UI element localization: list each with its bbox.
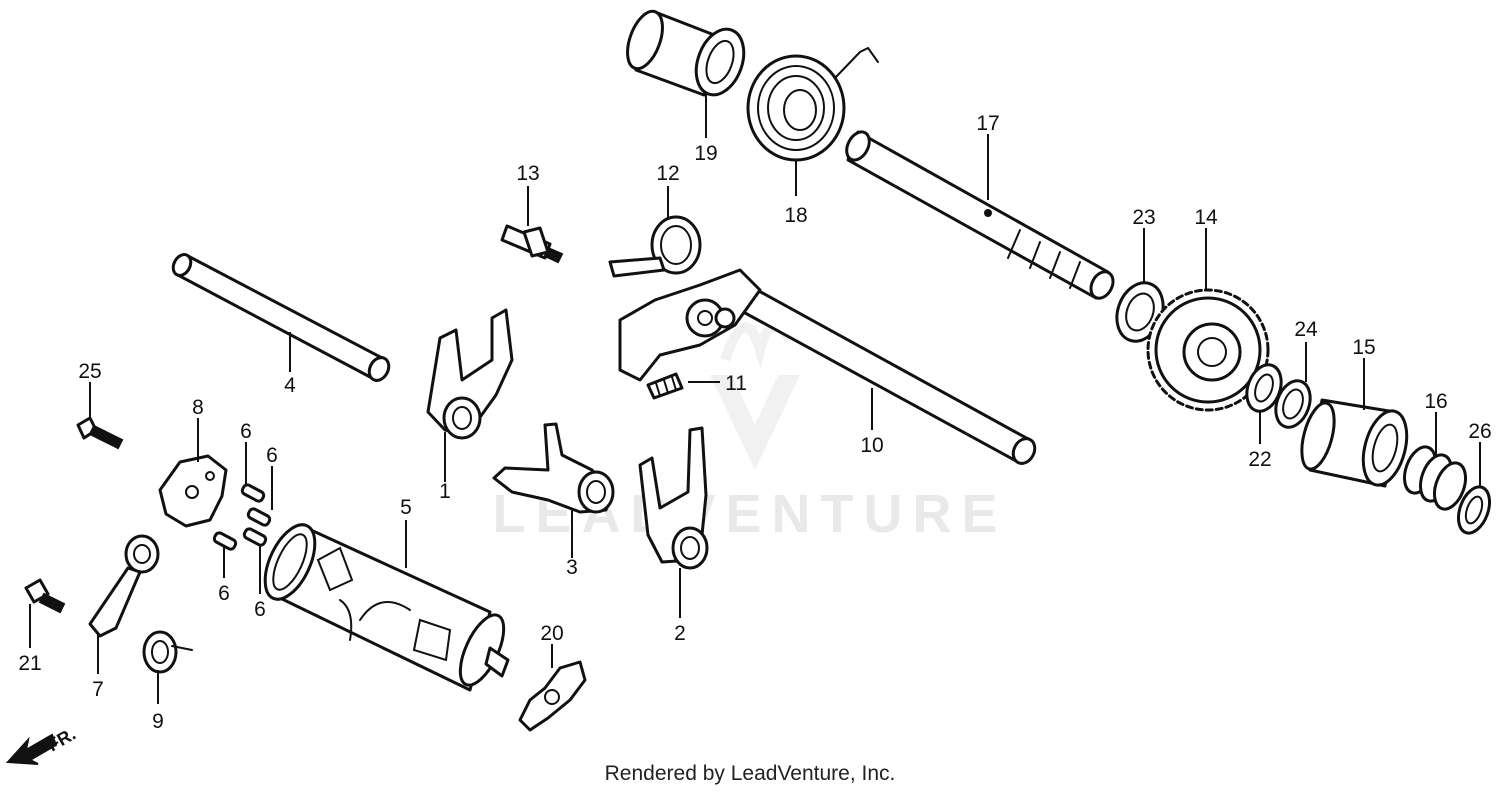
callout-11: 11 bbox=[725, 372, 747, 395]
part-11-spring bbox=[646, 372, 684, 400]
part-8-stopper-plate bbox=[158, 454, 228, 528]
callout-10: 10 bbox=[860, 434, 883, 457]
part-2-shift-fork bbox=[638, 426, 709, 570]
callout-26: 26 bbox=[1468, 420, 1491, 443]
callout-19: 19 bbox=[694, 142, 717, 165]
part-25-bolt bbox=[76, 416, 124, 450]
part-3-shift-fork bbox=[492, 422, 615, 514]
callout-8: 8 bbox=[192, 396, 204, 419]
callout-17: 17 bbox=[976, 112, 999, 135]
front-direction-arrow: FR. bbox=[5, 724, 79, 765]
callout-13: 13 bbox=[516, 162, 539, 185]
callout-14: 14 bbox=[1194, 206, 1218, 229]
callout-6c: 6 bbox=[218, 582, 230, 605]
callout-1: 1 bbox=[439, 480, 451, 503]
part-17-kickstarter-shaft bbox=[845, 130, 1115, 300]
callout-23: 23 bbox=[1132, 206, 1155, 229]
callout-2: 2 bbox=[674, 622, 686, 645]
callout-3: 3 bbox=[566, 556, 578, 579]
part-18-spring bbox=[746, 46, 879, 162]
callout-12: 12 bbox=[656, 162, 679, 185]
part-16-spring bbox=[1402, 445, 1468, 511]
front-direction-label: FR. bbox=[44, 724, 79, 756]
part-24-circlip bbox=[1274, 379, 1312, 429]
callout-9: 9 bbox=[152, 710, 164, 733]
callout-18: 18 bbox=[784, 204, 807, 227]
callout-6b: 6 bbox=[266, 444, 278, 467]
callout-25: 25 bbox=[78, 360, 101, 383]
callout-20: 20 bbox=[540, 622, 563, 645]
watermark-logo bbox=[710, 322, 800, 470]
part-9-spring bbox=[142, 630, 193, 674]
part-1-shift-fork bbox=[426, 308, 514, 440]
callout-15: 15 bbox=[1352, 336, 1375, 359]
callout-6a: 6 bbox=[240, 420, 252, 443]
part-7-stopper-arm bbox=[88, 534, 160, 638]
callout-4: 4 bbox=[284, 374, 296, 397]
leader-lines bbox=[29, 94, 1481, 704]
part-6-pins bbox=[212, 483, 272, 551]
callout-5: 5 bbox=[400, 496, 412, 519]
part-5-shift-drum bbox=[263, 523, 510, 692]
callout-24: 24 bbox=[1294, 318, 1318, 341]
part-20-plate bbox=[518, 660, 587, 732]
callout-6d: 6 bbox=[254, 598, 266, 621]
part-19-collar bbox=[626, 9, 746, 97]
part-26-circlip bbox=[1456, 485, 1492, 535]
part-10-gearshift-spindle bbox=[618, 268, 1037, 465]
part-13-bolt bbox=[500, 224, 564, 264]
part-4-fork-shaft bbox=[171, 253, 391, 382]
render-credit: Rendered by LeadVenture, Inc. bbox=[604, 762, 896, 785]
callout-21: 21 bbox=[18, 652, 41, 675]
callout-16: 16 bbox=[1424, 390, 1447, 413]
part-21-bolt bbox=[24, 578, 66, 614]
callout-labels: 1 2 3 4 5 6 6 6 6 7 8 9 10 11 12 13 14 1… bbox=[18, 112, 1491, 733]
part-15-ratchet bbox=[1300, 398, 1409, 488]
callout-7: 7 bbox=[92, 678, 104, 701]
part-12-spring bbox=[608, 215, 702, 278]
callout-22: 22 bbox=[1248, 448, 1271, 471]
part-14-kickstarter-gear bbox=[1146, 288, 1270, 412]
